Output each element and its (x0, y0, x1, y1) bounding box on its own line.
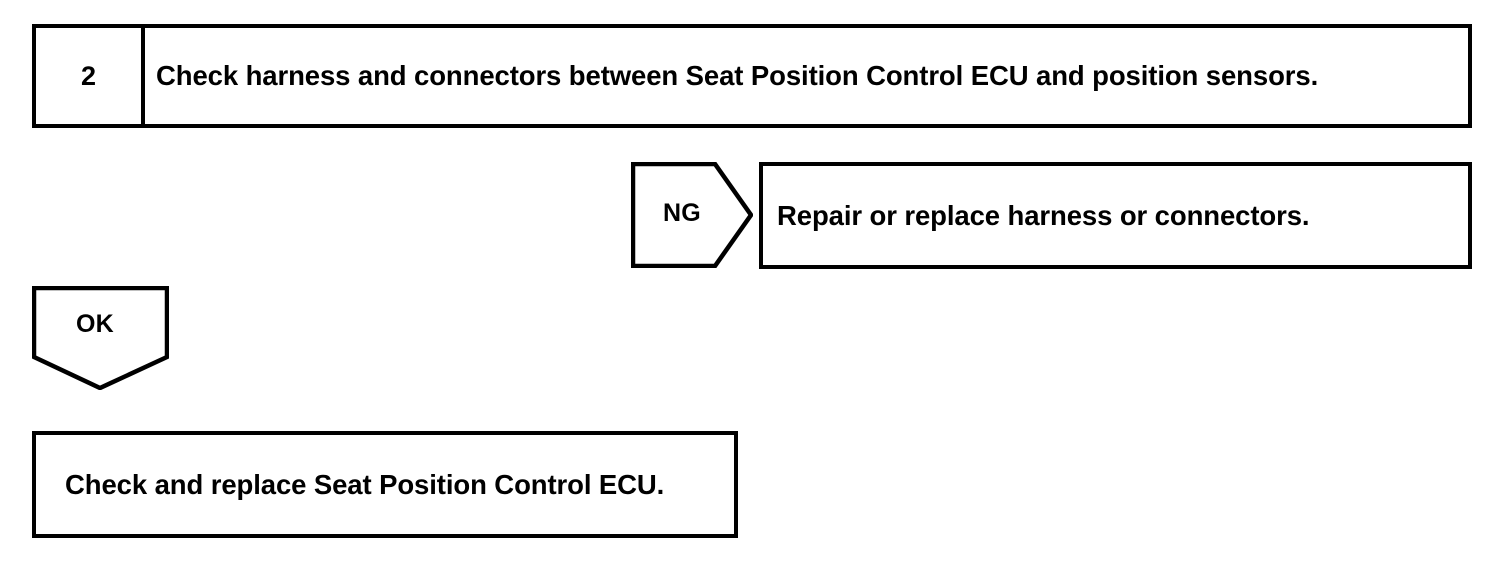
right-arrow-pentagon-icon (631, 162, 753, 268)
action-box-repair-text: Repair or replace harness or connectors. (777, 199, 1310, 231)
branch-tag-ok: OK (32, 286, 169, 390)
branch-tag-ng: NG (631, 162, 753, 268)
step-instruction-cell: Check harness and connectors between Sea… (145, 28, 1468, 124)
branch-tag-ok-label: OK (76, 310, 114, 338)
action-box-ecu: Check and replace Seat Position Control … (32, 431, 738, 538)
down-arrow-pentagon-icon (32, 286, 169, 390)
step-box: 2 Check harness and connectors between S… (32, 24, 1472, 128)
step-number: 2 (80, 60, 97, 91)
branch-tag-ng-label: NG (663, 199, 701, 227)
step-instruction-text: Check harness and connectors between Sea… (156, 59, 1319, 91)
action-box-ecu-text: Check and replace Seat Position Control … (65, 468, 665, 500)
step-number-cell: 2 (36, 28, 145, 124)
action-box-repair: Repair or replace harness or connectors. (759, 162, 1472, 269)
